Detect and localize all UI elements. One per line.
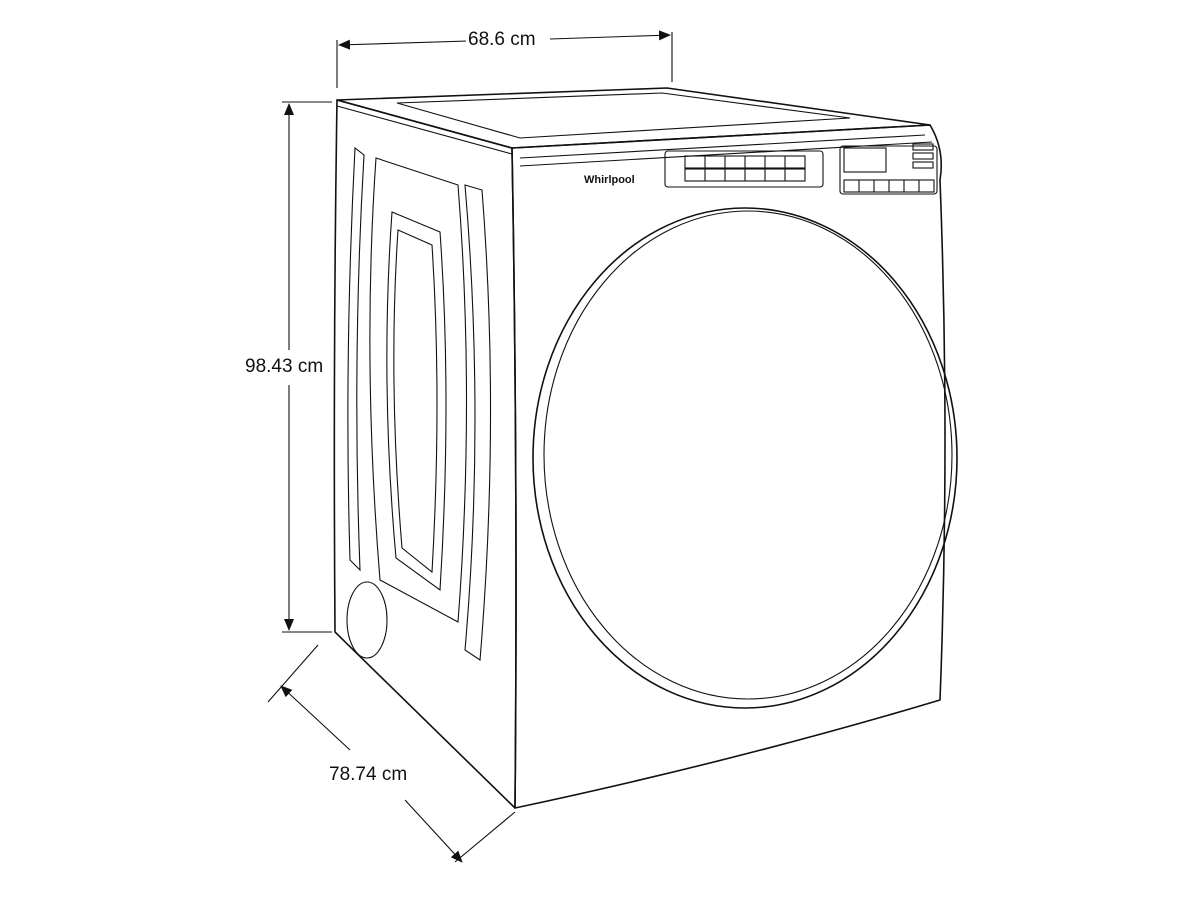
width-label: 68.6 cm [466, 29, 538, 51]
depth-dimension-line [267, 644, 516, 863]
depth-label: 78.74 cm [327, 764, 410, 786]
display-screen [843, 147, 887, 173]
height-dimension-line [282, 101, 332, 633]
control-buttons [684, 155, 806, 182]
door [532, 207, 958, 709]
top-panel [336, 87, 931, 155]
display-module [839, 145, 938, 195]
side-panel [333, 99, 517, 809]
brand-logo: Whirlpool [584, 174, 635, 186]
control-panel [664, 143, 938, 195]
height-label: 98.43 cm [243, 356, 326, 378]
front-panel [511, 124, 946, 809]
